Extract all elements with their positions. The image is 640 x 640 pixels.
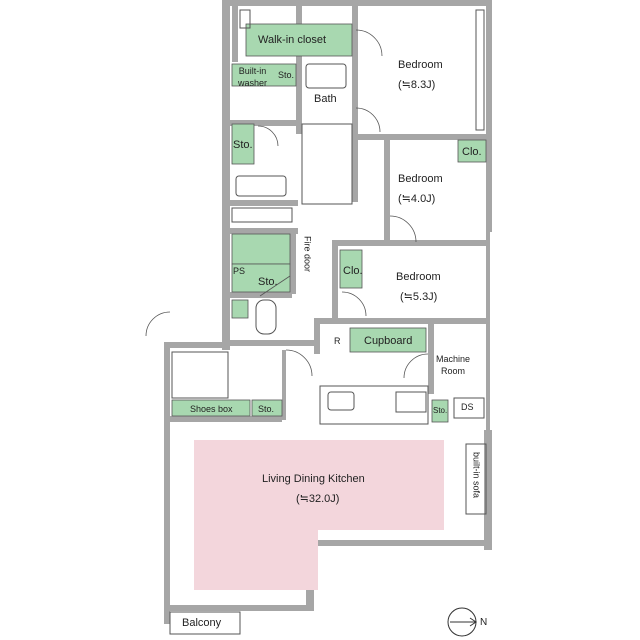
fixtures (169, 9, 487, 635)
builtin-washer-label: Built-in washer (238, 66, 268, 88)
clo-1-label: Clo. (462, 146, 482, 158)
ldk-area (194, 440, 444, 590)
bedroom-1-size: (≒8.3J) (398, 79, 436, 91)
shoes-box-label: Shoes box (190, 404, 233, 414)
bath-label: Bath (314, 93, 337, 105)
bedroom-2-name: Bedroom (398, 173, 443, 185)
ldk-name: Living Dining Kitchen (262, 473, 365, 485)
compass-icon (447, 607, 477, 637)
walls (164, 0, 492, 624)
bedroom-1-name: Bedroom (398, 59, 443, 71)
cupboard-label: Cupboard (364, 335, 413, 347)
ps-label: PS (233, 266, 246, 276)
sto-kitchen-label: Sto. (433, 406, 448, 415)
balcony-label: Balcony (182, 617, 222, 629)
ldk-size: (≒32.0J) (296, 493, 340, 505)
fire-door-label: Fire door (302, 236, 313, 273)
sto-entry-label: Sto. (258, 404, 275, 414)
bedroom-2-size: (≒4.0J) (398, 193, 436, 205)
sto-washer-label: Sto. (278, 70, 295, 80)
builtin-sofa-label: built-in sofa (471, 452, 482, 499)
sto-mid-label: Sto. (258, 276, 278, 288)
bedroom-3-name: Bedroom (396, 271, 441, 283)
walk-in-closet-label: Walk-in closet (258, 34, 327, 46)
sto-hall-label: Sto. (233, 139, 253, 151)
door-swings (145, 29, 429, 379)
bedroom-3-size: (≒5.3J) (400, 291, 438, 303)
storage-areas (171, 23, 487, 423)
machine-room-label: Machine Room (436, 354, 471, 376)
refrigerator-mark: R (334, 336, 341, 346)
clo-2-label: Clo. (343, 265, 363, 277)
compass-north-label: N (480, 617, 488, 628)
ds-label: DS (461, 402, 474, 412)
